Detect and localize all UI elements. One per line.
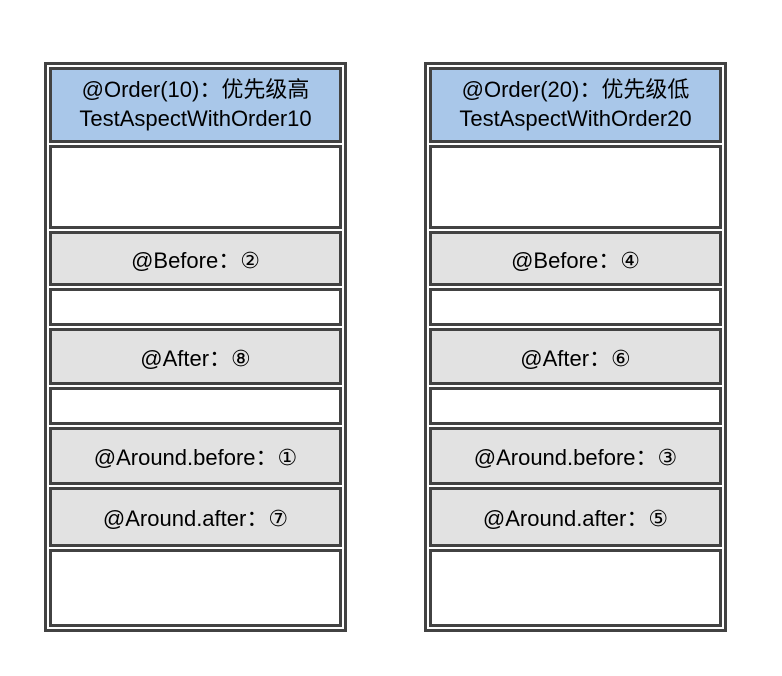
aspect-header-order10-line1: @Order(10)：优先级高 (81, 77, 310, 103)
spacer-row (49, 145, 342, 229)
aspect-header-order10: @Order(10)：优先级高 TestAspectWithOrder10 (49, 67, 342, 143)
spacer-row (49, 288, 342, 326)
row-before-order20: @Before：④ (429, 231, 722, 286)
row-before-order10: @Before：② (49, 231, 342, 286)
spacer-row (429, 387, 722, 425)
row-around-after-order20: @Around.after：⑤ (429, 487, 722, 547)
row-around-before-order10: @Around.before：① (49, 427, 342, 485)
aspect-header-order10-line2: TestAspectWithOrder10 (79, 106, 312, 131)
aspect-header-order20-line2: TestAspectWithOrder20 (459, 106, 692, 131)
spacer-row (429, 288, 722, 326)
row-around-before-order20: @Around.before：③ (429, 427, 722, 485)
row-around-after-order10: @Around.after：⑦ (49, 487, 342, 547)
row-after-order20: @After：⑥ (429, 328, 722, 385)
aspect-header-order20: @Order(20)：优先级低 TestAspectWithOrder20 (429, 67, 722, 143)
aspect-box-order10: @Order(10)：优先级高 TestAspectWithOrder10 @B… (44, 62, 347, 632)
row-after-order10: @After：⑧ (49, 328, 342, 385)
aspect-box-order20: @Order(20)：优先级低 TestAspectWithOrder20 @B… (424, 62, 727, 632)
spacer-row (429, 549, 722, 627)
spacer-row (429, 145, 722, 229)
aspect-boxes-container: @Order(10)：优先级高 TestAspectWithOrder10 @B… (44, 62, 727, 632)
spacer-row (49, 387, 342, 425)
aspect-header-order20-line1: @Order(20)：优先级低 (461, 77, 690, 103)
spacer-row (49, 549, 342, 627)
